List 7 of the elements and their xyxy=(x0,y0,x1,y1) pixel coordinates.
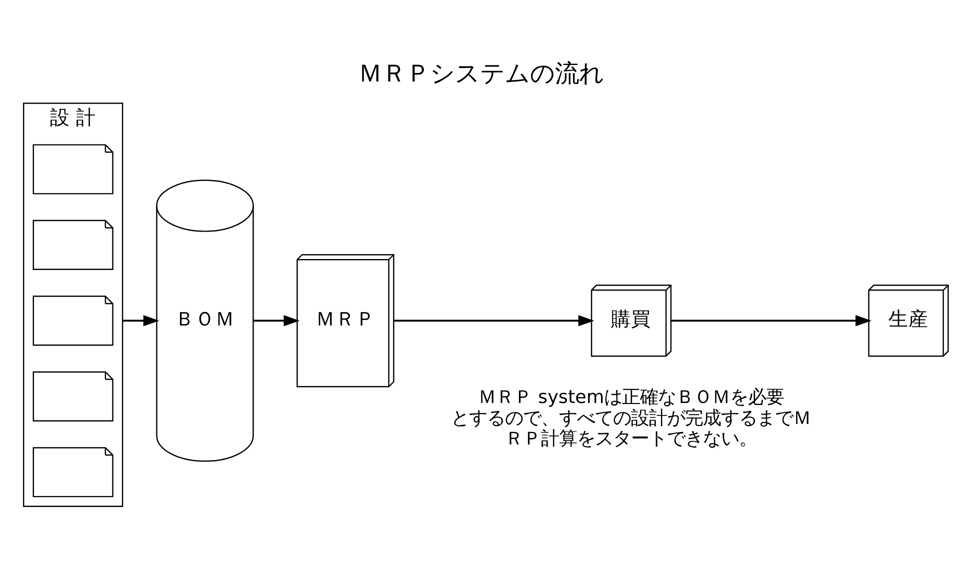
arrow xyxy=(671,314,872,326)
cluster: 設 計 xyxy=(23,102,124,506)
arrow xyxy=(394,314,594,326)
arrow xyxy=(253,314,300,326)
diagram-title: ＭＲＰシステムの流れ xyxy=(358,58,604,87)
label: ＭＲＰ systemは正確なＢＯＭを必要とするので、すべての設計が完成するまでＭＲＰ計算をスタートできない。 xyxy=(451,386,812,450)
arrow xyxy=(122,314,160,326)
